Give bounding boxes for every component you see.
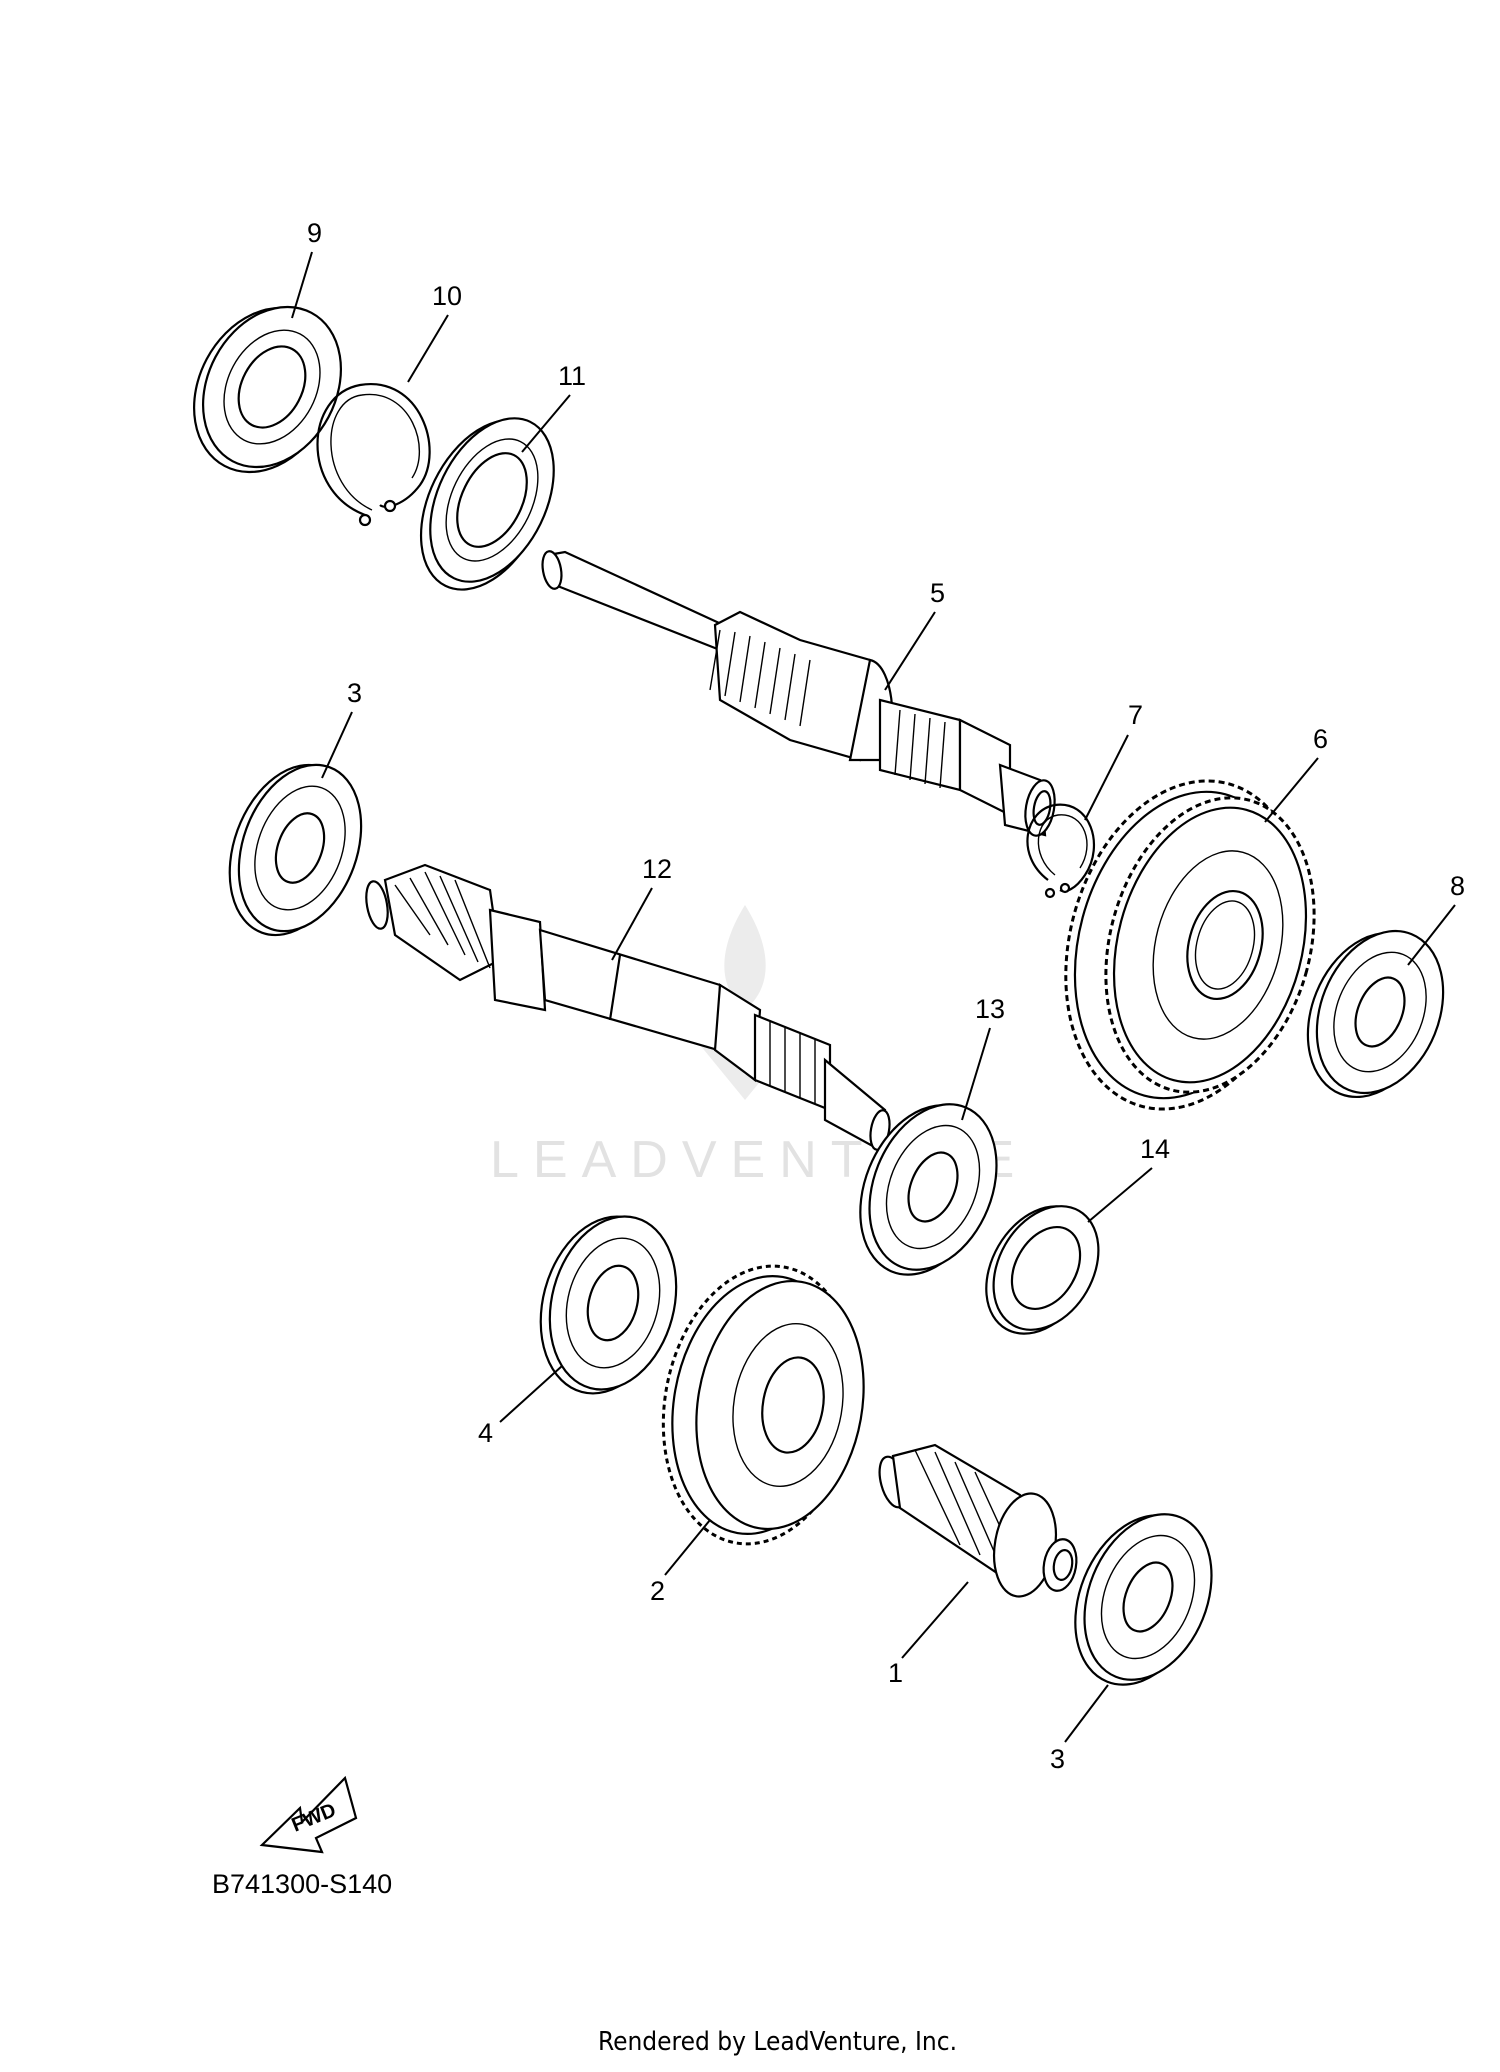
part-2-gear [661,1264,865,1546]
callout-11: 11 [558,361,586,391]
callout-4: 4 [478,1418,493,1448]
callout-6: 6 [1313,724,1328,754]
callout-2: 2 [650,1576,665,1606]
part-6-large-gear [1064,779,1316,1111]
callout-5: 5 [930,578,945,608]
render-credit: Rendered by LeadVenture, Inc. [598,2027,957,2057]
callout-3-lower: 3 [1050,1744,1065,1774]
part-5-main-shaft [541,550,1056,837]
callout-14: 14 [1140,1134,1170,1164]
part-4-bearing [539,1215,678,1395]
part-3-bearing-upper [228,763,363,937]
fwd-arrow-icon: FWD [259,1775,358,1854]
part-12-secondary-shaft [365,863,891,1152]
leader-lines [291,251,1456,1743]
callout-8: 8 [1450,871,1465,901]
part-10-circlip [316,383,431,527]
part-11-oil-seal [419,417,555,591]
diagram-code: B741300-S140 [212,1869,392,1899]
callout-10: 10 [432,281,462,311]
callout-13: 13 [975,994,1005,1024]
callout-7: 7 [1128,700,1143,730]
part-3-bearing-lower [1074,1513,1213,1686]
callout-1: 1 [888,1658,903,1688]
part-7-circlip [1026,803,1095,899]
part-1-pinion-gear [878,1443,1078,1598]
callout-9: 9 [307,218,322,248]
callouts: 9 10 11 5 3 7 6 12 8 13 14 4 2 1 3 [307,218,1465,1774]
part-9-bearing [193,305,343,474]
part-14-oil-seal [985,1205,1100,1335]
callout-12: 12 [642,854,672,884]
callout-3-upper: 3 [347,678,362,708]
part-8-bearing [1306,929,1445,1099]
